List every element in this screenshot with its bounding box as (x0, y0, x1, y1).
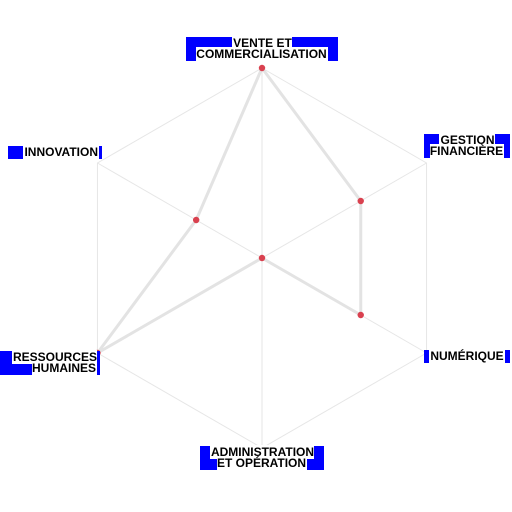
data-point (193, 217, 199, 223)
axis-label-text: ADMINISTRATION ET OPÉRATION (210, 445, 314, 470)
axis-label-text: INNOVATION (23, 145, 99, 159)
data-point (358, 312, 364, 318)
axis-label-text: RESSOURCES HUMAINES (12, 350, 97, 375)
radar-series (97, 68, 360, 353)
axis-label: GESTION FINANCIÈRE (424, 134, 510, 158)
data-point (259, 65, 265, 71)
data-point (259, 255, 265, 261)
axis-label: NUMÉRIQUE (424, 350, 510, 363)
axis-label: RESSOURCES HUMAINES (0, 351, 100, 375)
axis-label-text: NUMÉRIQUE (429, 349, 504, 363)
radar-points (94, 65, 364, 356)
series-line (97, 68, 360, 353)
data-point (358, 198, 364, 204)
axis-label: INNOVATION (8, 146, 102, 159)
axis-label: VENTE ET COMMERCIALISATION (186, 37, 338, 61)
axis-label-text: VENTE ET COMMERCIALISATION (196, 36, 327, 61)
axis-label-text: GESTION FINANCIÈRE (430, 133, 504, 158)
axis-label: ADMINISTRATION ET OPÉRATION (200, 446, 324, 470)
